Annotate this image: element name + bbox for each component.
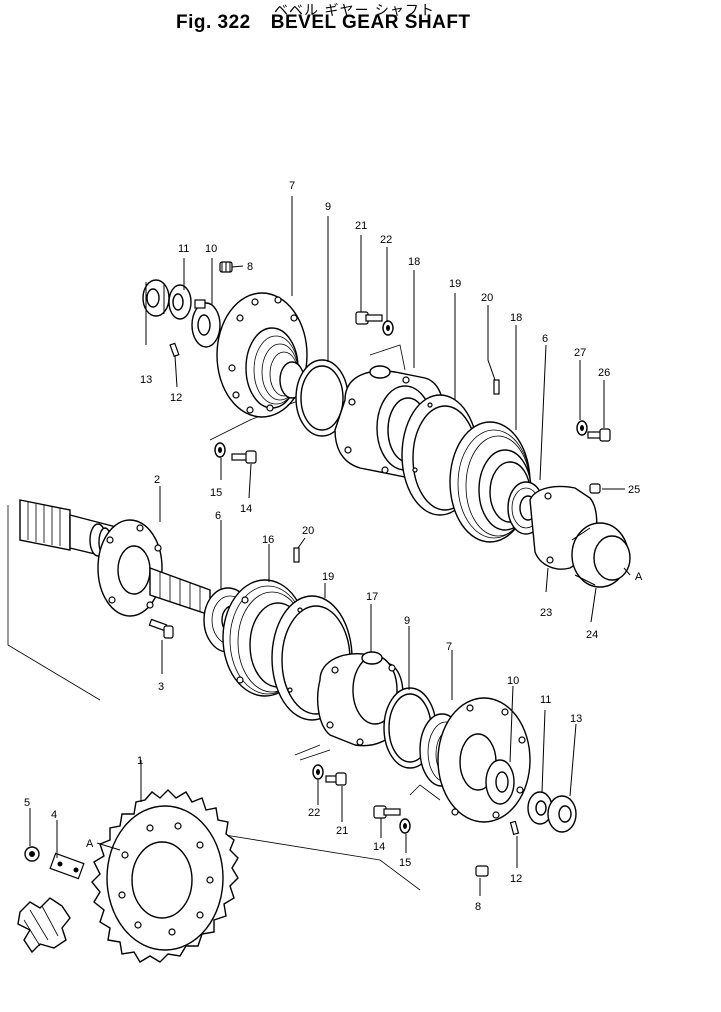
callout-4: 4 bbox=[51, 809, 57, 821]
part-17-housing-lower bbox=[317, 651, 404, 747]
figure-title: BEVEL GEAR SHAFT bbox=[270, 12, 471, 33]
part-15-washer-lower bbox=[399, 818, 411, 834]
callout-23: 23 bbox=[540, 607, 552, 619]
callout-12-lower: 12 bbox=[510, 873, 522, 885]
callout-22-lower: 22 bbox=[308, 807, 320, 819]
part-12-pin-lower bbox=[509, 820, 520, 836]
lower-bolt-guide bbox=[294, 744, 331, 761]
callout-13-upper: 13 bbox=[140, 374, 152, 386]
callout-20-upper: 20 bbox=[481, 292, 493, 304]
part-26-bolt bbox=[587, 428, 611, 442]
leader-lines bbox=[29, 196, 631, 896]
callout-21-lower: 21 bbox=[336, 825, 348, 837]
callout-18-upper: 18 bbox=[408, 256, 420, 268]
callout-14-lower: 14 bbox=[373, 841, 385, 853]
part-8-plug-lower bbox=[475, 865, 489, 877]
part-14-bolt-upper bbox=[231, 450, 257, 464]
callout-labels: 7 9 21 22 11 10 8 18 19 20 18 6 27 26 13… bbox=[24, 180, 643, 913]
callout-8-upper: 8 bbox=[247, 261, 253, 273]
callout-7-lower: 7 bbox=[446, 641, 452, 653]
part-13-nut-upper bbox=[142, 279, 170, 317]
part-21-bolt-lower bbox=[325, 772, 347, 786]
japanese-title: ベベル ギヤー シャフト bbox=[274, 3, 435, 19]
callout-26: 26 bbox=[598, 367, 610, 379]
callout-ref-a-right: A bbox=[635, 571, 643, 583]
callout-15-lower: 15 bbox=[399, 857, 411, 869]
callout-2: 2 bbox=[154, 474, 160, 486]
pinion-teeth-fragment bbox=[17, 897, 71, 954]
callout-22-upper: 22 bbox=[380, 234, 392, 246]
upper-bolt-guide bbox=[369, 344, 406, 371]
callout-19-lower: 19 bbox=[322, 571, 334, 583]
callout-19-upper: 19 bbox=[449, 278, 461, 290]
page-title: Fig. 322 BEVEL GEAR SHAFT bbox=[176, 12, 471, 34]
part-11-washer-lower bbox=[527, 791, 553, 825]
part-1-bevel-gear bbox=[91, 789, 239, 963]
gear-reference-line bbox=[224, 834, 421, 891]
callout-18-upper-b: 18 bbox=[510, 312, 522, 324]
callout-8-lower: 8 bbox=[475, 901, 481, 913]
callout-11-upper: 11 bbox=[178, 243, 189, 255]
part-8-plug-upper bbox=[219, 261, 233, 273]
callout-5: 5 bbox=[24, 797, 30, 809]
callout-17: 17 bbox=[366, 591, 378, 603]
part-3-bolt bbox=[148, 618, 174, 639]
part-7-cover-lower bbox=[419, 697, 531, 823]
part-22-washer-lower bbox=[312, 764, 324, 780]
callout-25: 25 bbox=[628, 484, 640, 496]
part-15-washer-upper bbox=[214, 442, 226, 458]
callout-7-upper: 7 bbox=[289, 180, 295, 192]
part-25-plug bbox=[589, 483, 601, 494]
callout-10-lower: 10 bbox=[507, 675, 519, 687]
callout-11-lower: 11 bbox=[540, 694, 551, 706]
part-5-nut bbox=[24, 846, 40, 862]
part-9-o-ring-upper bbox=[295, 359, 349, 437]
part-11-washer-upper bbox=[168, 284, 192, 320]
part-13-nut-lower bbox=[547, 795, 577, 833]
part-22-washer-upper bbox=[382, 320, 394, 336]
part-20-dowel-lower bbox=[293, 547, 300, 563]
callout-24: 24 bbox=[586, 629, 598, 641]
callout-20-lower: 20 bbox=[302, 525, 314, 537]
part-4-lock-plate bbox=[49, 852, 85, 880]
callout-9-upper: 9 bbox=[325, 201, 331, 213]
figure-number: Fig. 322 bbox=[176, 12, 251, 33]
shaft-reference-line bbox=[7, 505, 101, 701]
callout-16: 16 bbox=[262, 534, 274, 546]
callout-3: 3 bbox=[158, 681, 164, 693]
part-24-sleeve bbox=[571, 522, 631, 588]
part-7-cover-upper bbox=[216, 292, 308, 418]
callout-12-upper: 12 bbox=[170, 392, 182, 404]
part-27-washer bbox=[576, 420, 588, 436]
callout-13-lower: 13 bbox=[570, 713, 582, 725]
lower-bolt-guide-2 bbox=[409, 784, 441, 801]
callout-14-upper: 14 bbox=[240, 503, 252, 515]
callout-15-upper: 15 bbox=[210, 487, 222, 499]
part-20-dowel-upper bbox=[493, 379, 500, 395]
callout-6-upper: 6 bbox=[542, 333, 548, 345]
callout-9-lower: 9 bbox=[404, 615, 410, 627]
part-10-tab-washer-upper bbox=[191, 299, 221, 348]
callout-21-upper: 21 bbox=[355, 220, 367, 232]
callout-27: 27 bbox=[574, 347, 586, 359]
part-2-bevel-pinion-shaft bbox=[19, 499, 211, 617]
callout-ref-a-left: A bbox=[86, 838, 94, 850]
callout-6-lower: 6 bbox=[215, 510, 221, 522]
part-12-pin-upper bbox=[169, 342, 180, 358]
callout-10-upper: 10 bbox=[205, 243, 217, 255]
part-10-tab-washer-lower bbox=[485, 759, 515, 805]
callout-1: 1 bbox=[137, 755, 143, 767]
part-14-bolt-lower bbox=[373, 805, 401, 819]
part-21-bolt-upper bbox=[355, 311, 383, 325]
